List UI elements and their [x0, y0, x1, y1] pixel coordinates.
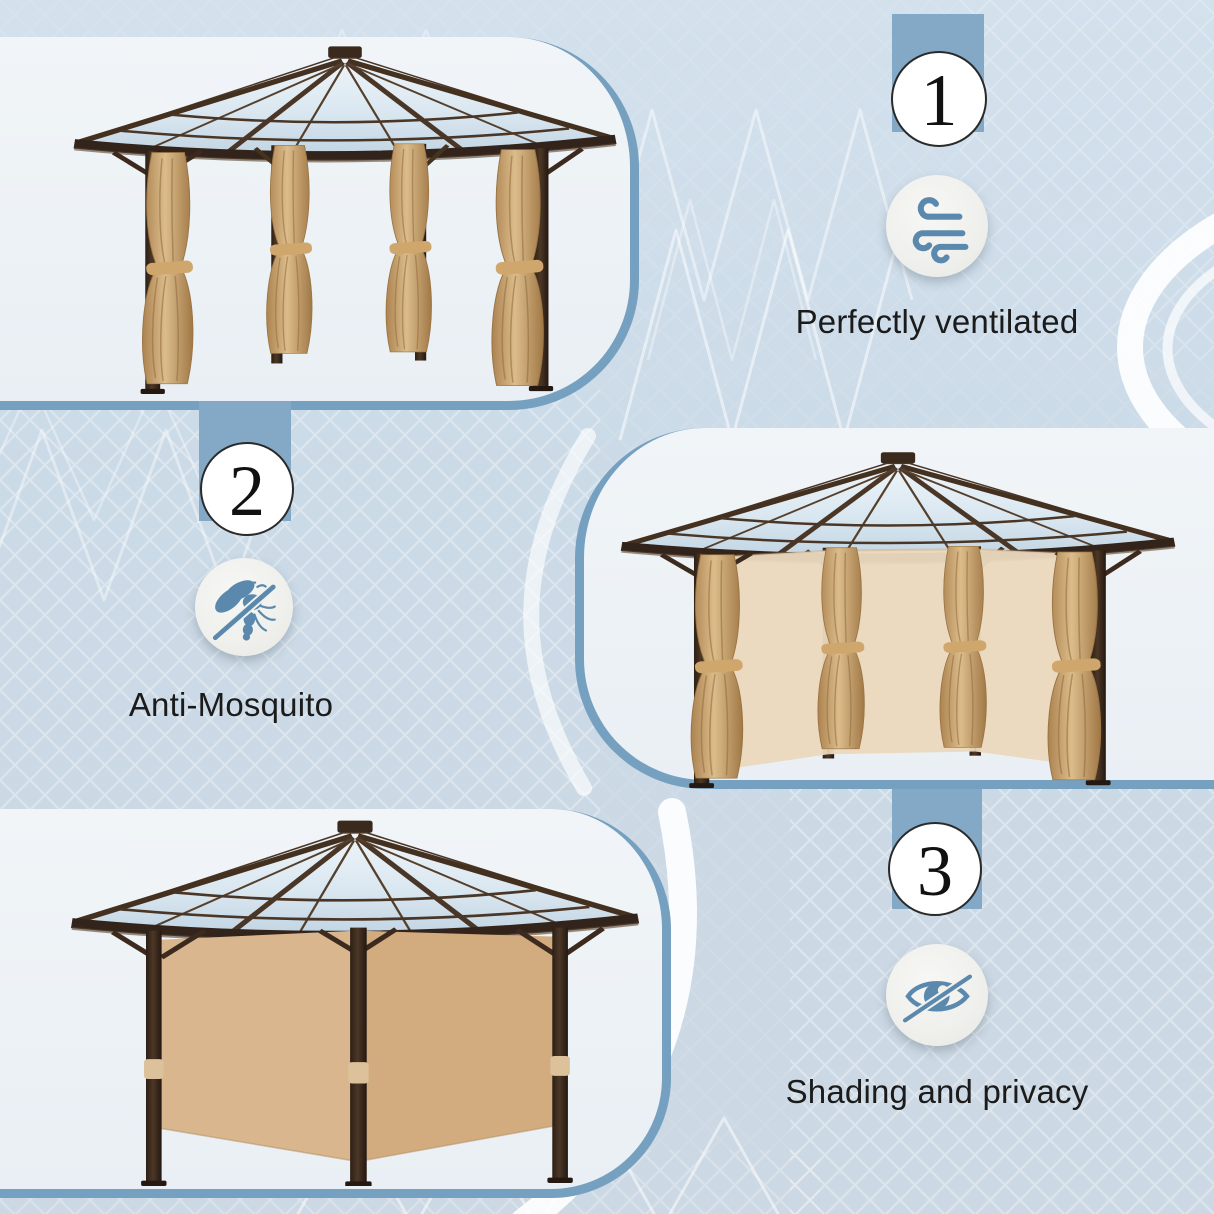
gazebo-mesh-netting-image [612, 448, 1184, 788]
feature-2-number-badge: 2 [200, 442, 294, 536]
eye-slash-icon [886, 944, 988, 1046]
feature-2-label: Anti-Mosquito [128, 686, 334, 723]
feature-1-number-badge: 1 [891, 51, 987, 147]
feature-3-number: 3 [917, 831, 953, 911]
feature-3-label: Shading and privacy [785, 1073, 1089, 1110]
wind-icon [886, 175, 988, 277]
feature-2-number: 2 [229, 451, 265, 531]
gazebo-privacy-walls-image [62, 816, 648, 1186]
no-mosquito-icon [195, 558, 293, 656]
feature-1-label: Perfectly ventilated [795, 303, 1079, 340]
gazebo-open-curtains-image [65, 42, 625, 394]
feature-3-number-badge: 3 [888, 822, 982, 916]
feature-1-number: 1 [920, 60, 958, 142]
